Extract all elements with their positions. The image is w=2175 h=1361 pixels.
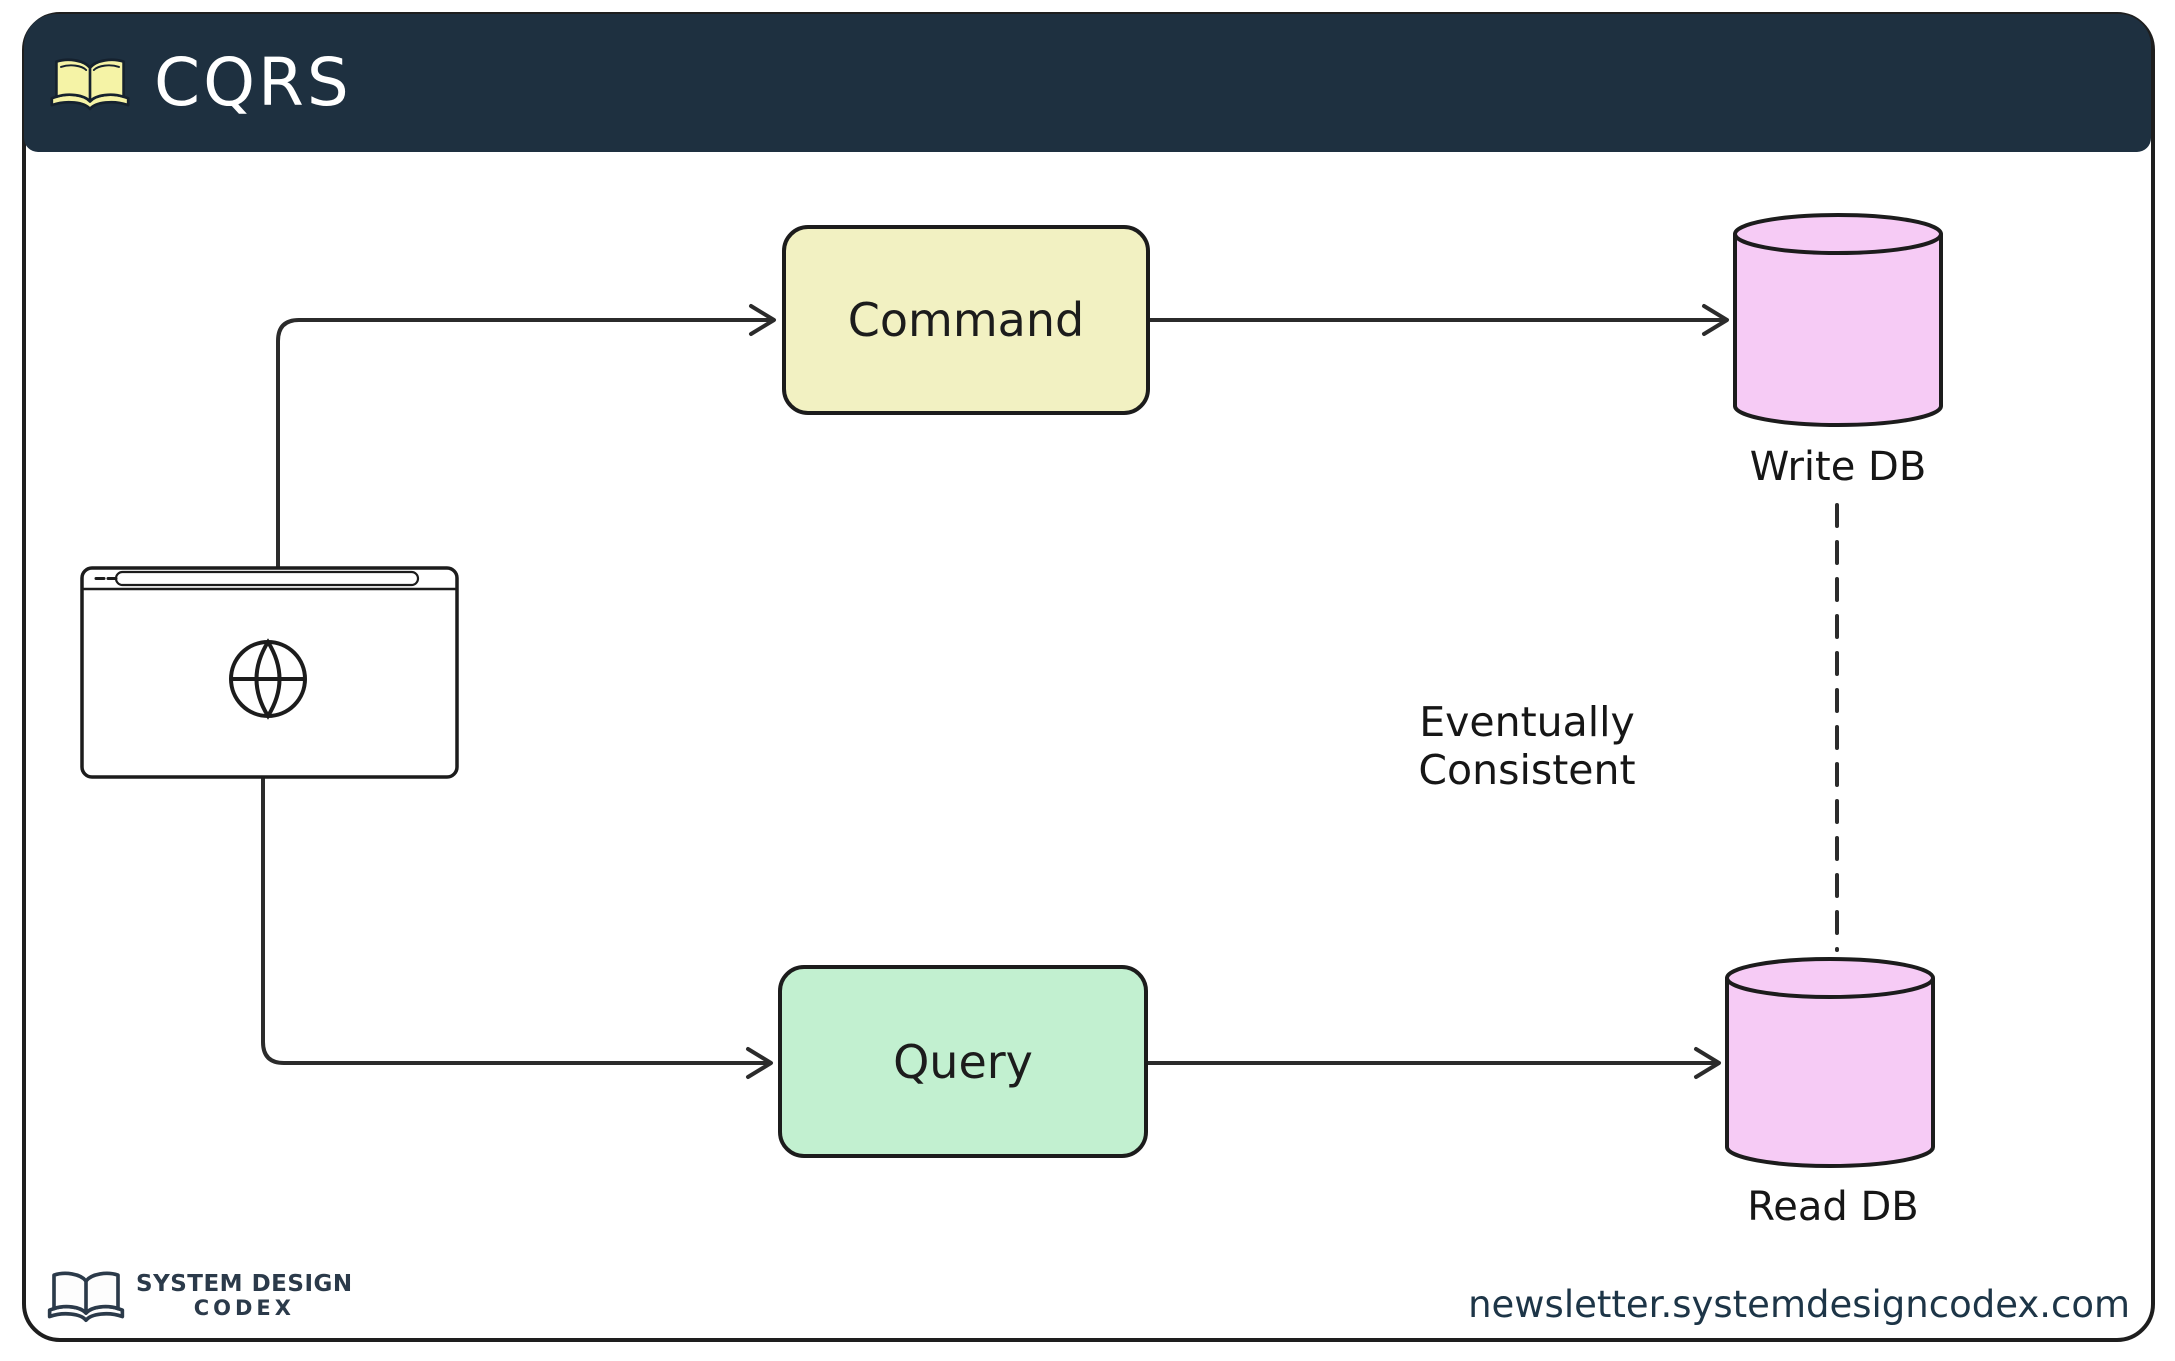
command-node-label: Command bbox=[847, 293, 1085, 347]
brand-line2: CODEX bbox=[193, 1295, 295, 1320]
globe-icon bbox=[229, 638, 307, 720]
query-node: Query bbox=[778, 965, 1148, 1158]
browser-window-icon bbox=[80, 566, 459, 779]
brand-text: SYSTEM DESIGN CODEX bbox=[136, 1270, 353, 1320]
open-book-icon bbox=[47, 1271, 125, 1323]
write-db-label: Write DB bbox=[1749, 444, 1927, 490]
edge-client-to-query bbox=[261, 773, 773, 1079]
eventually-consistent-label: Eventually Consistent bbox=[1418, 698, 1636, 794]
newsletter-url: newsletter.systemdesigncodex.com bbox=[1468, 1283, 2130, 1326]
brand-logo: SYSTEM DESIGN CODEX bbox=[46, 1266, 353, 1325]
edge-client-to-command bbox=[276, 304, 776, 572]
edge-command-to-writedb bbox=[1148, 304, 1729, 336]
open-book-icon bbox=[50, 58, 130, 111]
write-db-cylinder bbox=[1733, 213, 1943, 427]
address-bar bbox=[114, 570, 420, 587]
brand-line1: SYSTEM DESIGN bbox=[136, 1270, 353, 1297]
read-db-cylinder bbox=[1725, 957, 1935, 1168]
header-bar: CQRS bbox=[24, 14, 2151, 152]
query-node-label: Query bbox=[893, 1034, 1033, 1089]
edge-query-to-readdb bbox=[1146, 1047, 1721, 1079]
read-db-label: Read DB bbox=[1747, 1184, 1919, 1230]
page-title: CQRS bbox=[154, 44, 352, 121]
command-node: Command bbox=[782, 225, 1150, 415]
